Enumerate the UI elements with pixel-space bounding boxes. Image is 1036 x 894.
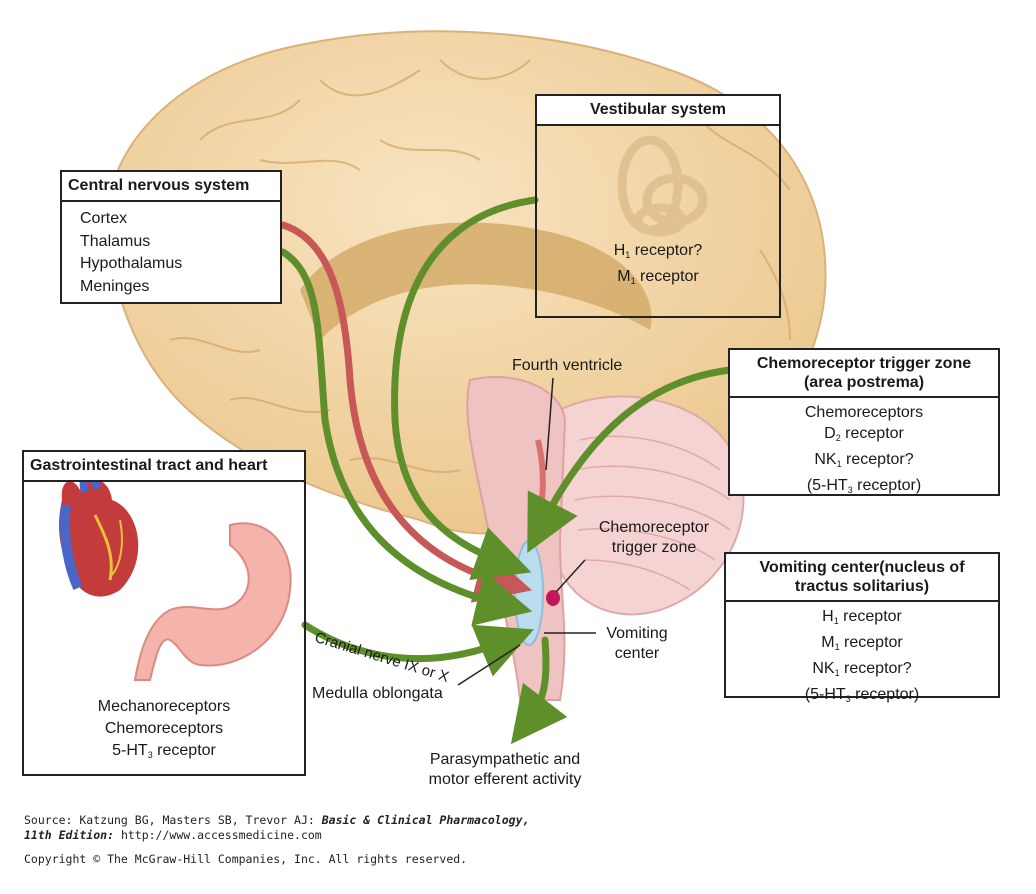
copyright: Copyright © The McGraw-Hill Companies, I…	[24, 852, 468, 866]
gi-box: Gastrointestinal tract and heart Mechano…	[22, 450, 306, 776]
ctz-item-chemoreceptors: Chemoreceptors	[804, 404, 924, 421]
cns-box: Central nervous system Cortex Thalamus H…	[60, 170, 282, 304]
gi-item-5ht3: 5-HT3 receptor	[112, 742, 216, 760]
ctz-box-items: Chemoreceptors D2 receptor NK1 receptor?…	[730, 398, 998, 507]
source-prefix: Source: Katzung BG, Masters SB, Trevor A…	[24, 813, 322, 827]
arrows	[279, 196, 734, 745]
ctz-label-line1: Chemoreceptor	[598, 519, 710, 536]
source-citation: Source: Katzung BG, Masters SB, Trevor A…	[24, 813, 529, 843]
vomiting-center-box: Vomiting center(nucleus of tractus solit…	[724, 552, 1000, 704]
fourth-ventricle-label: Fourth ventricle	[512, 357, 623, 374]
vomiting-item-h1: H1 receptor	[822, 608, 902, 626]
ctz-dot	[546, 590, 560, 606]
source-book: Basic & Clinical Pharmacology,	[321, 813, 530, 827]
gi-items: Mechanoreceptors Chemoreceptors 5-HT3 re…	[24, 696, 304, 766]
vomiting-item-5ht3: (5-HT3 receptor)	[804, 686, 920, 704]
ctz-box-title-line2: (area postrema)	[803, 374, 925, 391]
gi-arrow	[301, 621, 534, 677]
efferent-label: Parasympathetic and motor efferent activ…	[410, 750, 600, 790]
ctz-label-line2: trigger zone	[611, 539, 697, 556]
vomiting-item-m1: M1 receptor	[821, 634, 903, 652]
vomiting-box-title: Vomiting center(nucleus of tractus solit…	[726, 554, 998, 602]
cns-green-arrow	[279, 248, 533, 626]
vestibular-ear-icon	[617, 135, 708, 237]
cerebellum	[553, 395, 745, 616]
vestibular-title: Vestibular system	[537, 96, 779, 126]
source-url: http://www.accessmedicine.com	[114, 828, 322, 842]
vomiting-box-title-line2: tractus solitarius)	[794, 578, 930, 595]
vomiting-center-label: Vomiting center	[592, 624, 682, 664]
ctz-box-title-line1: Chemoreceptor trigger zone	[756, 355, 972, 372]
vestibular-receptor-m1: M1 receptor	[617, 268, 699, 286]
efferent-label-line1: Parasympathetic and	[429, 751, 581, 768]
heart-icon	[59, 472, 139, 597]
cns-item-hypothalamus: Hypothalamus	[80, 255, 183, 272]
source-edition: 11th Edition:	[24, 828, 115, 842]
corpus-callosum	[300, 222, 652, 340]
vomiting-box-title-line1: Vomiting center(nucleus of	[759, 559, 965, 576]
vestibular-receptor-h1: H1 receptor?	[613, 242, 703, 260]
vestibular-receptors: H1 receptor? M1 receptor	[537, 240, 779, 292]
stomach-icon	[133, 522, 292, 681]
vomiting-label-line2: center	[614, 645, 660, 662]
vestibular-box: Vestibular system H1 receptor? M1 recept…	[535, 94, 781, 318]
vomiting-box-items: H1 receptor M1 receptor NK1 receptor? (5…	[726, 602, 998, 716]
leader-lines	[457, 377, 596, 686]
gi-item-mechanoreceptors: Mechanoreceptors	[97, 698, 231, 715]
cns-red-arrow	[279, 221, 533, 603]
gi-title: Gastrointestinal tract and heart	[24, 452, 304, 482]
ctz-item-5ht3: (5-HT3 receptor)	[806, 477, 922, 495]
vomiting-item-nk1: NK1 receptor?	[812, 660, 912, 678]
vomiting-label-line1: Vomiting	[606, 625, 668, 642]
efferent-arrow	[510, 636, 568, 745]
ctz-item-nk1: NK1 receptor?	[814, 451, 914, 469]
cns-item-cortex: Cortex	[80, 210, 128, 227]
vestibular-arrow	[391, 196, 539, 581]
gi-item-chemoreceptors: Chemoreceptors	[104, 720, 224, 737]
medulla-label: Medulla oblongata	[312, 685, 443, 702]
ctz-item-d2: D2 receptor	[824, 425, 904, 443]
vomiting-center-shape	[514, 540, 544, 646]
ctz-arrow	[527, 366, 734, 553]
cns-item-meninges: Meninges	[80, 277, 150, 295]
efferent-label-line2: motor efferent activity	[428, 771, 582, 788]
cns-item-thalamus: Thalamus	[80, 232, 151, 250]
ctz-label: Chemoreceptor trigger zone	[584, 518, 724, 558]
cns-items: Cortex Thalamus Hypothalamus Meninges	[62, 202, 280, 304]
ctz-box: Chemoreceptor trigger zone (area postrem…	[728, 348, 1000, 496]
ctz-box-title: Chemoreceptor trigger zone (area postrem…	[730, 350, 998, 398]
cns-title: Central nervous system	[62, 172, 280, 202]
